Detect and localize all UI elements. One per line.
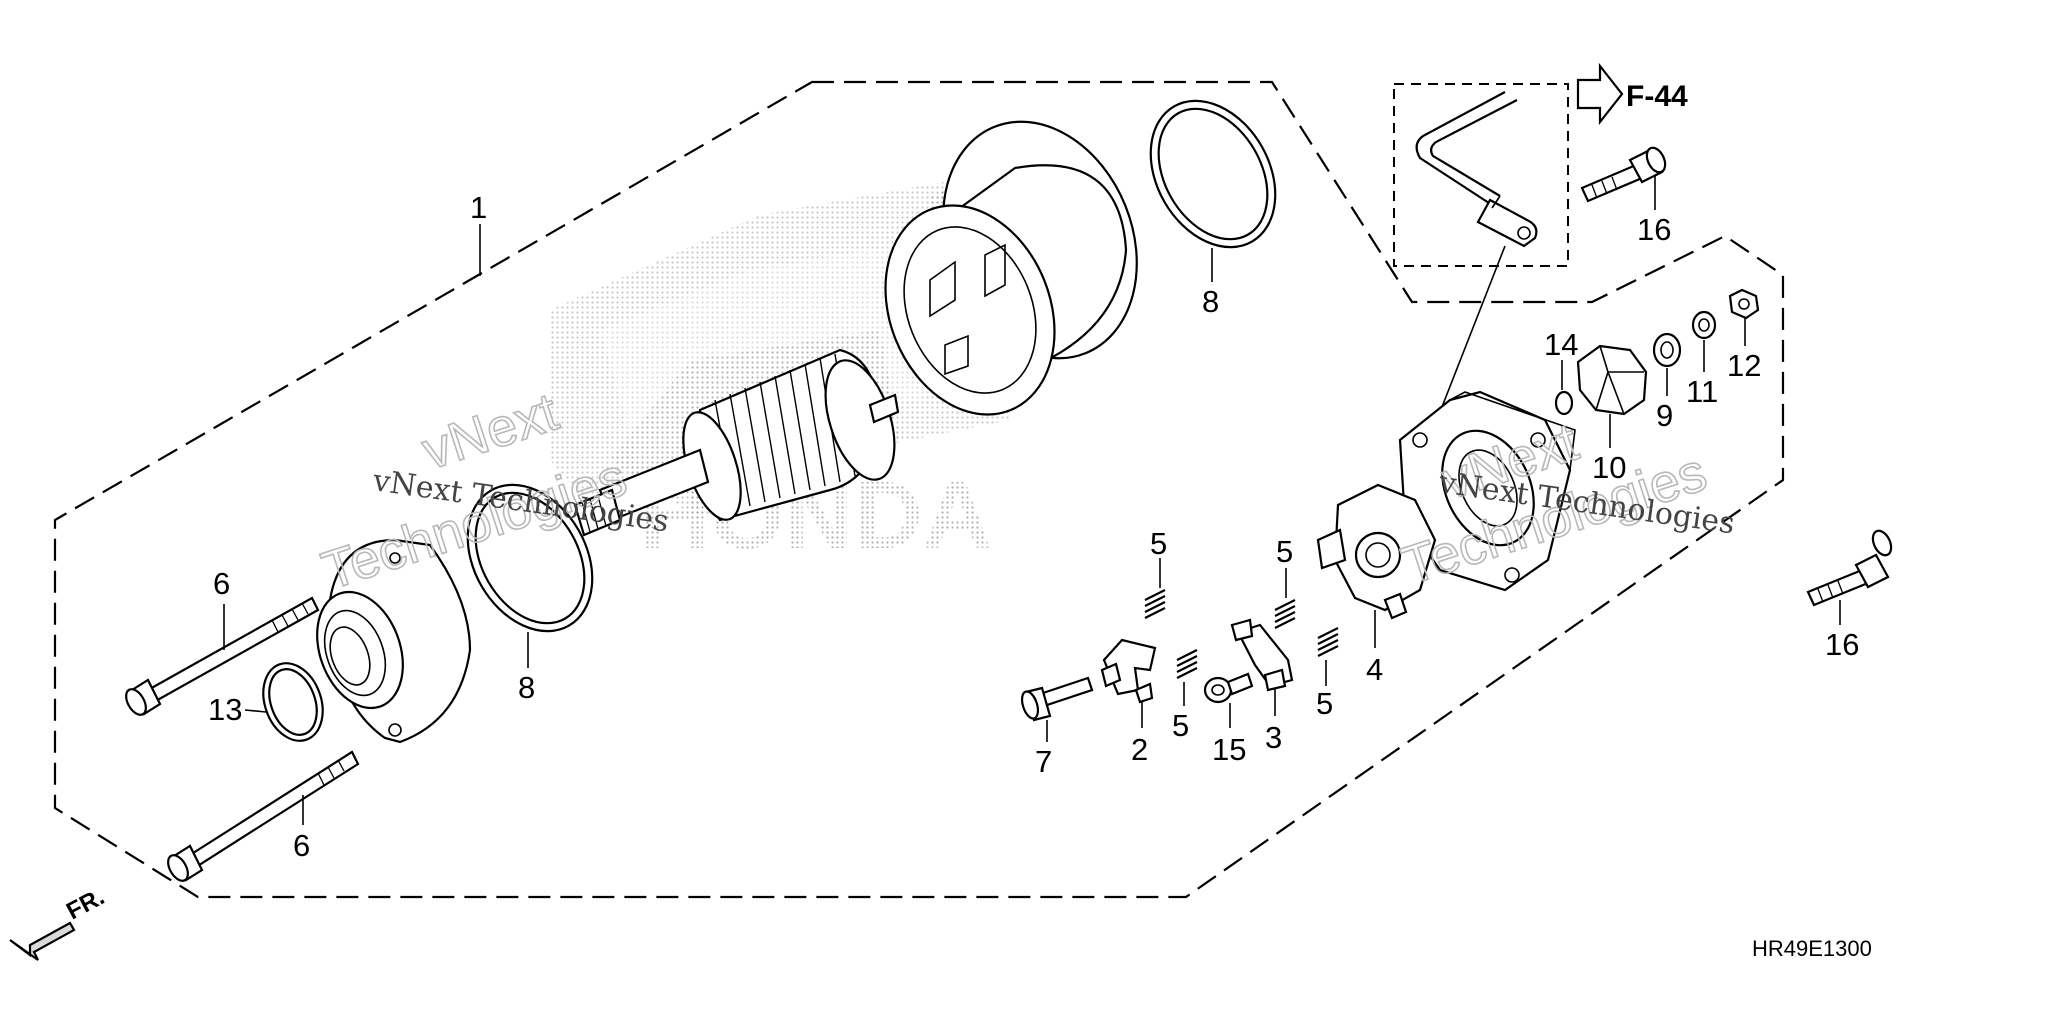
brush-spring-3	[1176, 649, 1198, 679]
watermark-sans-line1-a: vNext	[415, 382, 565, 482]
brush-spring-1	[1144, 589, 1166, 619]
nut-12	[1728, 288, 1760, 320]
bolt-16-upper	[1580, 146, 1667, 203]
callout-3: 3	[1265, 720, 1282, 755]
callout-5d: 5	[1316, 686, 1333, 721]
callout-13: 13	[208, 692, 242, 727]
callout-2: 2	[1131, 732, 1148, 767]
shaft-pinion	[573, 488, 622, 537]
callout-5b: 5	[1276, 534, 1293, 569]
callout-labels: 1 2 3 4 5 5 5 5 6 6 7 8 8 9 10 11 12 13 …	[208, 190, 1859, 863]
motor-yoke	[884, 120, 1138, 416]
front-cover	[316, 538, 472, 744]
hex-nut	[1576, 344, 1648, 416]
harness-cable	[1415, 91, 1538, 248]
callout-7: 7	[1035, 744, 1052, 779]
harness-leader	[1439, 245, 1506, 413]
reference-arrow-icon	[1576, 62, 1624, 126]
washer-11	[1691, 310, 1717, 340]
long-bolt-lower	[167, 750, 360, 882]
bolt-16-lower	[1806, 529, 1893, 607]
callout-8b: 8	[518, 670, 535, 705]
callout-16b: 16	[1825, 627, 1859, 662]
brush-holder	[1316, 483, 1437, 620]
brush-set-b	[1230, 618, 1294, 692]
o-ring-upper	[1149, 99, 1277, 249]
screw-7	[1020, 676, 1094, 722]
callout-9: 9	[1656, 398, 1673, 433]
assembly-outline	[53, 80, 1785, 899]
brush-spring-4	[1317, 627, 1339, 657]
o-ring-lower	[466, 483, 594, 633]
armature	[598, 330, 900, 522]
screw-15	[1203, 672, 1254, 704]
harness-reference-box	[1393, 83, 1569, 267]
callout-16a: 16	[1637, 212, 1671, 247]
brush-spring-2	[1274, 599, 1296, 629]
diagram-code: HR49E1300	[1752, 936, 1872, 961]
callout-12: 12	[1727, 348, 1761, 383]
o-ring-small	[262, 662, 324, 742]
bushing-9	[1652, 332, 1682, 368]
brush-set-a	[1100, 638, 1157, 704]
front-label: FR.	[62, 883, 109, 925]
callout-1: 1	[470, 190, 487, 225]
long-bolt-upper	[125, 596, 320, 716]
callout-5c: 5	[1172, 708, 1189, 743]
leader-13	[244, 709, 267, 713]
callout-4: 4	[1366, 652, 1383, 687]
callout-8a: 8	[1202, 284, 1219, 319]
rear-cover	[1398, 390, 1576, 592]
callout-6a: 6	[213, 566, 230, 601]
washer-14	[1554, 390, 1574, 416]
callout-5a: 5	[1150, 526, 1167, 561]
callout-11: 11	[1686, 374, 1718, 409]
callout-6b: 6	[293, 828, 310, 863]
reference-label: F-44	[1626, 80, 1688, 113]
callout-10: 10	[1592, 450, 1626, 485]
callout-14: 14	[1544, 327, 1578, 362]
callout-15: 15	[1212, 732, 1246, 767]
front-arrow-icon	[9, 921, 76, 961]
